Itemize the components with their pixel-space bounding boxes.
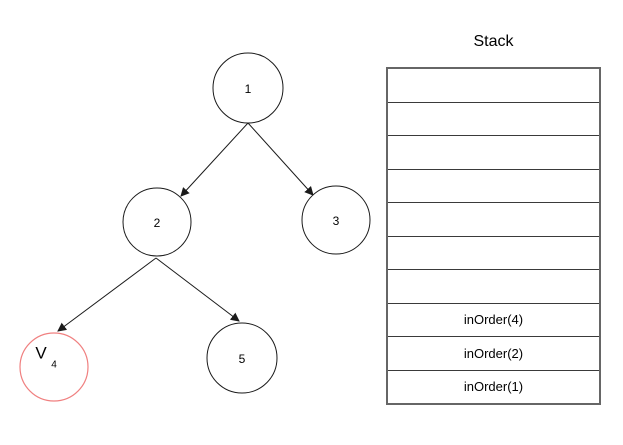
- tree-edges: [57, 122, 314, 332]
- stack-row: [388, 170, 599, 203]
- edge-arrow-2-to-5: [155, 257, 240, 322]
- stack-row: [388, 237, 599, 270]
- stack-table: inOrder(4) inOrder(2) inOrder(1): [386, 67, 601, 405]
- tree-node-3: 3: [301, 185, 371, 255]
- stack-row: [388, 136, 599, 170]
- node-3-label: 3: [333, 214, 340, 228]
- stack-frame-inorder-4: inOrder(4): [388, 304, 599, 337]
- visited-node-subscript: 4: [51, 360, 57, 371]
- tree-node-1: 1: [212, 52, 284, 124]
- edge-arrow-1-to-2: [180, 122, 249, 197]
- node-5-label: 5: [239, 352, 246, 366]
- stack-row: [388, 69, 599, 103]
- stack-row: [388, 103, 599, 136]
- node-5-circle: [206, 322, 278, 394]
- tree-node-5: 5: [206, 322, 278, 394]
- stack-title: Stack: [473, 33, 514, 50]
- tree-node-visited-4: V 4: [19, 332, 89, 402]
- visited-node-circle: [19, 332, 89, 402]
- tree-node-2: 2: [122, 187, 192, 257]
- node-1-circle: [212, 52, 284, 124]
- node-2-label: 2: [154, 216, 161, 230]
- node-1-label: 1: [245, 82, 252, 96]
- stack-frame-inorder-1: inOrder(1): [463, 379, 524, 395]
- edge-arrow-1-to-3: [247, 122, 314, 196]
- stack-frame-inorder-2: inOrder(2): [388, 337, 599, 371]
- stack-row: [388, 203, 599, 237]
- visited-node-label: V: [35, 344, 47, 363]
- node-3-circle: [301, 185, 371, 255]
- stack-row: [388, 270, 599, 304]
- node-2-circle: [122, 187, 192, 257]
- stack-panel: Stack inOrder(4) inOrder(2) inOrder(1): [386, 32, 601, 405]
- edge-arrow-2-to-v4: [57, 257, 157, 332]
